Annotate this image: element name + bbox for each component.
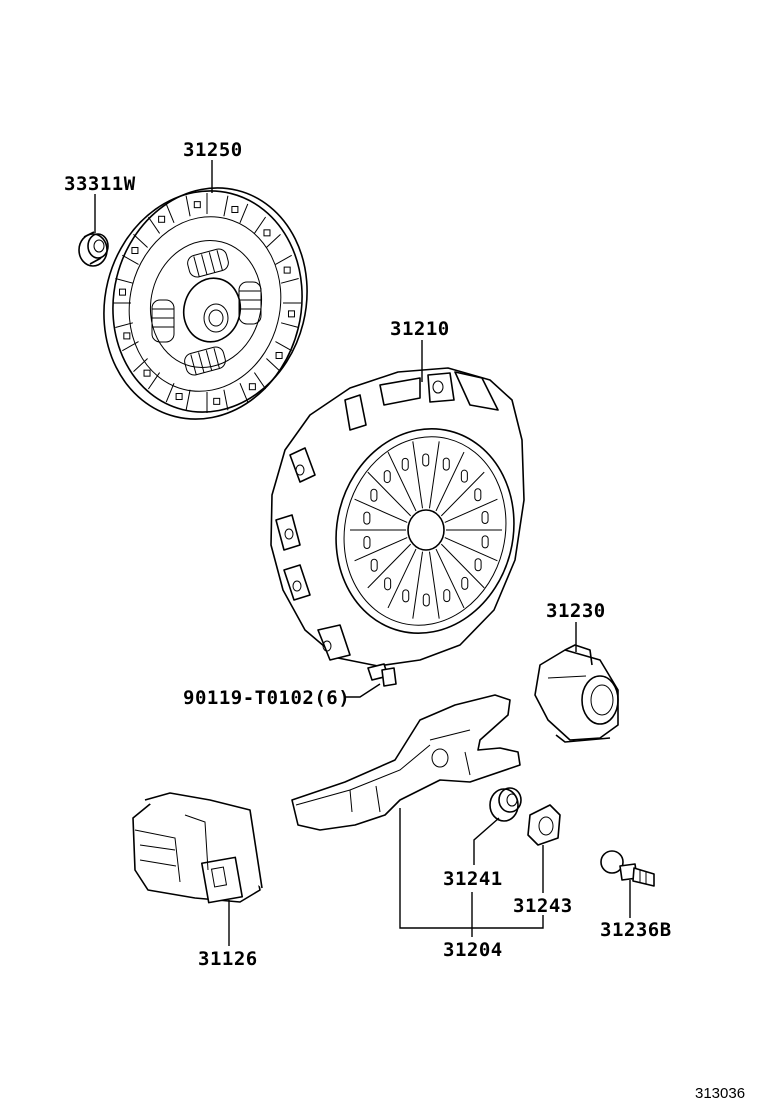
clutch-cover-drawing[interactable] (270, 367, 535, 667)
label-90119: 90119-T0102(6) (183, 687, 350, 709)
label-31243: 31243 (513, 895, 573, 917)
fork-boot-support-drawing[interactable] (489, 787, 522, 822)
release-fork-drawing[interactable] (291, 694, 521, 831)
label-31250: 31250 (183, 139, 243, 161)
label-31230: 31230 (546, 600, 606, 622)
label-31204: 31204 (443, 939, 503, 961)
label-33311W: 33311W (64, 173, 136, 195)
label-31210: 31210 (390, 318, 450, 340)
release-fork-boot-drawing[interactable] (132, 792, 263, 904)
cover-bolt-drawing[interactable] (367, 663, 397, 687)
leader-lines (94, 160, 631, 946)
pilot-bearing-drawing[interactable] (78, 231, 109, 267)
fork-clip-drawing[interactable] (527, 804, 561, 846)
clutch-disc-drawing[interactable] (80, 167, 330, 440)
release-bearing-drawing[interactable] (534, 644, 619, 743)
label-31241: 31241 (443, 868, 503, 890)
label-31126: 31126 (198, 948, 258, 970)
label-31236B: 31236B (600, 919, 672, 941)
diagram-reference-number: 313036 (695, 1085, 745, 1102)
pivot-ball-stud-drawing[interactable] (600, 850, 655, 887)
